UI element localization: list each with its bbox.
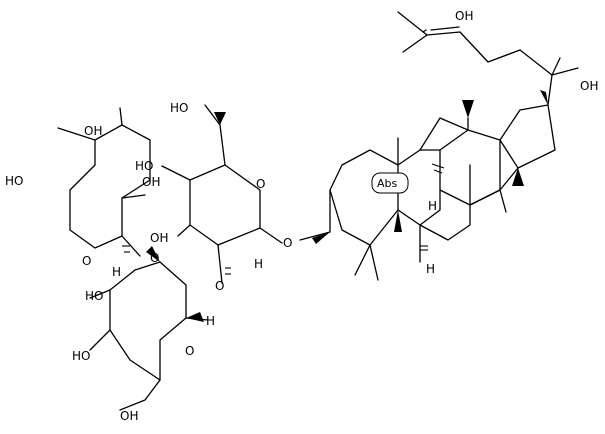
label-h: H [206,314,215,328]
label-o: O [256,177,265,191]
label-o: O [150,251,159,265]
label-h: H [112,265,121,279]
label-oh: OH [84,124,102,138]
atom-labels: OH OH HO HO OH OH HO OH HO HO OH O O O O… [5,9,598,423]
label-oh: OH [142,175,160,189]
label-oh: OH [120,409,138,423]
label-oh: OH [580,79,598,93]
label-h: H [426,262,435,276]
label-o: O [283,236,292,250]
stereo-hashes [122,163,445,275]
abs-stereo-tag: Abs [371,172,409,194]
abs-stereo-label: Abs [377,177,398,190]
label-h: H [428,199,437,213]
label-ho: HO [85,289,103,303]
label-ho: HO [135,159,153,173]
label-ho: HO [170,101,188,115]
label-oh: OH [455,9,473,23]
label-o: O [185,344,194,358]
stereo-wedges [146,90,548,322]
label-o: O [215,279,224,293]
label-oh: OH [150,231,168,245]
bond-lines [57,11,579,411]
label-ho: HO [5,174,23,188]
label-h: H [254,257,263,271]
label-o: O [82,254,91,268]
label-ho: HO [72,349,90,363]
